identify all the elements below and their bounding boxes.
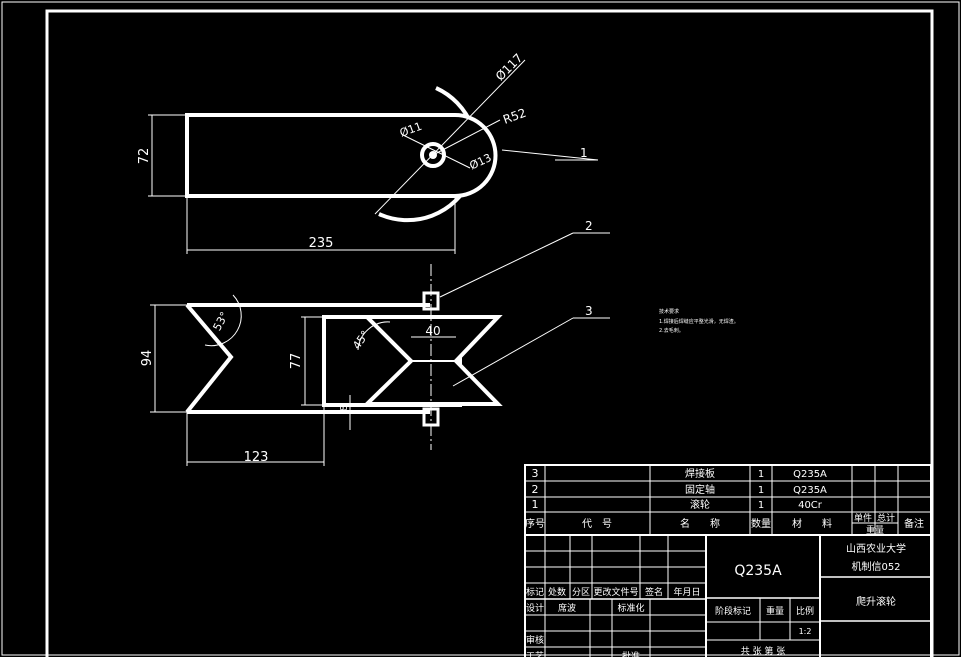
bom-header-remark: 备注 bbox=[904, 517, 924, 530]
weight-label: 重量 bbox=[766, 605, 784, 617]
note-line-1: 1.焊接后焊缝应平整光滑，无焊渣。 bbox=[659, 318, 739, 325]
leader-phi117 bbox=[374, 59, 526, 215]
bom-header-unit-weight: 单件 bbox=[854, 512, 872, 524]
dim-40-label: 40 bbox=[425, 324, 440, 338]
sheets-text: 共 张 第 张 bbox=[741, 645, 786, 657]
bracket-plate bbox=[185, 113, 498, 198]
material-value: Q235A bbox=[734, 563, 782, 579]
rev-header: 更改文件号 bbox=[593, 586, 638, 598]
top-view: 72 235 Ø117 R52 Ø11 Ø13 bbox=[137, 51, 599, 254]
approve-label: 批准 bbox=[622, 650, 640, 657]
class-name: 机制信052 bbox=[851, 560, 900, 573]
bom-header-qty: 数量 bbox=[751, 517, 771, 530]
bom-row-no: 3 bbox=[532, 467, 539, 480]
leader-balloon-3 bbox=[452, 317, 574, 387]
bom-header-weight: 重量 bbox=[866, 524, 884, 536]
note-line-2: 2.去毛刺。 bbox=[659, 327, 684, 334]
dim-235-label: 235 bbox=[309, 236, 334, 251]
rev-header: 签名 bbox=[645, 586, 663, 598]
dim-r52-label: R52 bbox=[501, 106, 528, 127]
bom-row-no: 1 bbox=[532, 498, 539, 511]
rev-header: 年月日 bbox=[673, 586, 700, 598]
bom-header-name: 名 称 bbox=[680, 517, 720, 530]
scale-label: 比例 bbox=[796, 605, 814, 617]
title-block: 标记 处数 分区 更改文件号 签名 年月日 设计 席波 标准化 审核 工艺 批准… bbox=[524, 534, 932, 657]
bom-row-no: 2 bbox=[532, 483, 539, 496]
review-label: 审核 bbox=[526, 634, 544, 646]
leader-r52 bbox=[432, 119, 501, 156]
bom-row-material: Q235A bbox=[793, 485, 827, 496]
angle-arc-left bbox=[204, 294, 242, 347]
scale-value: 1:2 bbox=[799, 627, 812, 636]
bom-header-no: 序号 bbox=[525, 517, 545, 530]
technical-notes: 技术要求 1.焊接后焊缝应平整光滑，无焊渣。 2.去毛刺。 bbox=[659, 308, 739, 334]
leader-phi11 bbox=[402, 134, 471, 169]
leader-balloon-1 bbox=[501, 149, 599, 161]
leader-balloon-2 bbox=[439, 232, 574, 298]
balloon-1: 1 bbox=[580, 146, 588, 160]
front-view: 94 77 123 40 8 53° 45° bbox=[140, 232, 574, 466]
bom-row-name: 滚轮 bbox=[690, 498, 710, 511]
institution-name: 山西农业大学 bbox=[846, 542, 906, 555]
note-title: 技术要求 bbox=[659, 308, 679, 315]
bom-row-material: 40Cr bbox=[798, 500, 823, 511]
dim-77-label: 77 bbox=[289, 353, 304, 370]
angle-left-label: 53° bbox=[211, 310, 232, 333]
bom-table: 3 焊接板 1 Q235A 2 固定轴 1 Q235A 1 滚轮 1 40Cr … bbox=[524, 464, 932, 536]
process-label: 工艺 bbox=[526, 651, 544, 657]
standardize-label: 标准化 bbox=[617, 602, 644, 614]
bom-header-code: 代 号 bbox=[582, 518, 612, 530]
bom-row-qty: 1 bbox=[758, 500, 764, 511]
dim-72-label: 72 bbox=[137, 148, 152, 165]
dim-phi117-label: Ø117 bbox=[493, 51, 526, 84]
welded-plate bbox=[185, 303, 430, 414]
angle-right-label: 45° bbox=[350, 328, 372, 351]
angle-arc-right bbox=[357, 321, 391, 351]
title-frame bbox=[524, 534, 932, 657]
bom-row-qty: 1 bbox=[758, 469, 764, 480]
balloons: 1 2 3 bbox=[555, 146, 610, 319]
dim-94-label: 94 bbox=[140, 350, 155, 367]
bom-row-name: 固定轴 bbox=[685, 483, 715, 496]
drawing-name: 爬升滚轮 bbox=[856, 595, 896, 608]
bom-header-total-weight: 总计 bbox=[877, 512, 895, 524]
dim-8-label: 8 bbox=[339, 405, 350, 411]
bom-row-material: Q235A bbox=[793, 469, 827, 480]
dim-123-label: 123 bbox=[244, 450, 269, 465]
balloon-2: 2 bbox=[585, 219, 593, 233]
rev-header: 标记 bbox=[526, 586, 544, 598]
sheet-frame bbox=[45, 9, 934, 657]
bom-header-material: 材 料 bbox=[792, 517, 832, 530]
balloon-3: 3 bbox=[585, 304, 593, 318]
bom-row-qty: 1 bbox=[758, 485, 764, 496]
design-label: 设计 bbox=[526, 602, 544, 614]
stage-label: 阶段标记 bbox=[715, 605, 751, 617]
rev-header: 处数 bbox=[548, 586, 566, 598]
bom-row-name: 焊接板 bbox=[685, 467, 715, 480]
designer-name: 席波 bbox=[558, 602, 576, 614]
revision-grid bbox=[525, 535, 706, 657]
rev-header: 分区 bbox=[572, 587, 590, 598]
